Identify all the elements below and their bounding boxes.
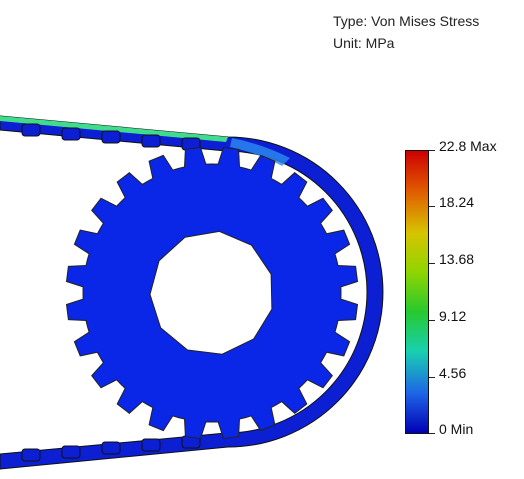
legend-label: 13.68 <box>439 251 475 267</box>
belt <box>0 115 384 470</box>
legend-label: 9.12 <box>439 308 467 324</box>
legend-tick <box>429 206 435 207</box>
result-header: Type: Von Mises Stress Unit: MPa <box>333 10 479 54</box>
legend-color-bar <box>405 150 429 434</box>
model-viewport[interactable] <box>0 0 400 479</box>
legend-tick <box>429 433 435 434</box>
legend-label-min: 0 Min <box>439 421 474 437</box>
belt-bottom-teeth <box>21 435 201 462</box>
legend-label: 4.56 <box>439 365 467 381</box>
legend-tick <box>429 150 435 151</box>
result-type-label: Type: Von Mises Stress <box>333 13 480 29</box>
belt-top-teeth <box>21 123 201 151</box>
legend-tick <box>429 263 435 264</box>
result-unit-label: Unit: MPa <box>333 35 395 51</box>
stress-legend: 22.8 Max 18.24 13.68 9.12 4.56 0 Min <box>405 138 524 437</box>
pulley-bore <box>149 230 273 355</box>
legend-tick <box>429 377 435 378</box>
belt-stress-edge <box>0 116 228 142</box>
legend-label: 18.24 <box>439 194 475 210</box>
legend-tick <box>429 320 435 321</box>
legend-label-max: 22.8 Max <box>439 138 497 154</box>
belt-stress-hotspot <box>230 138 290 166</box>
